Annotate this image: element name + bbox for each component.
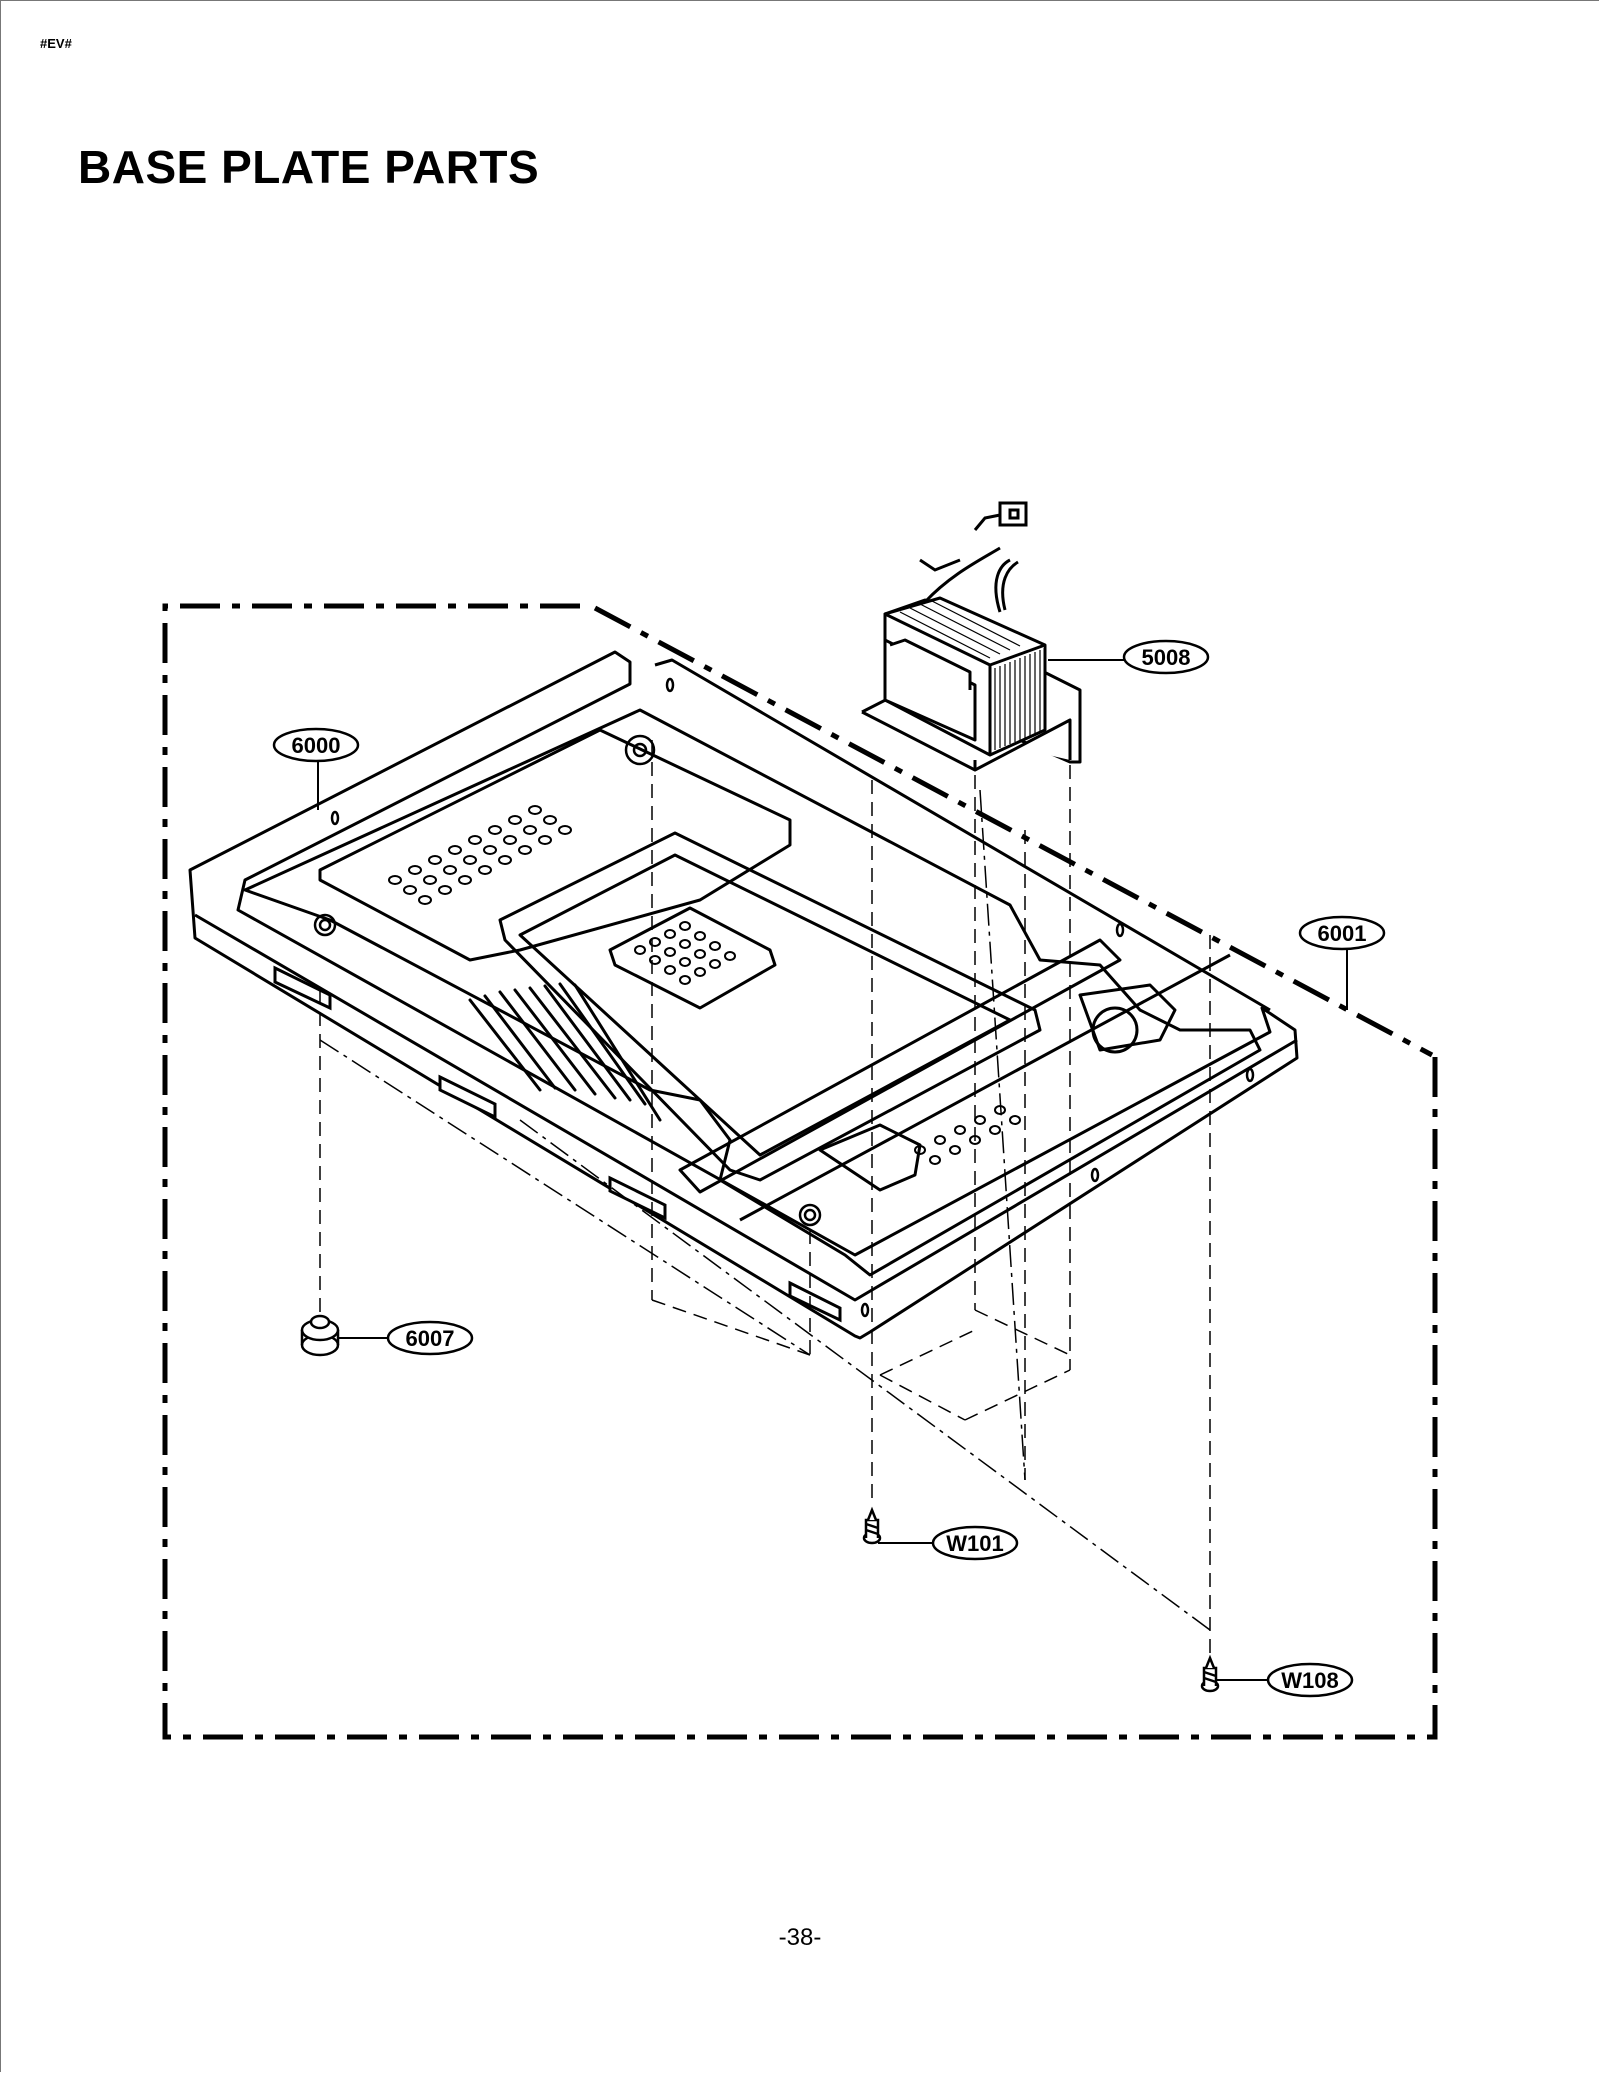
page-number: -38- xyxy=(778,1924,822,1951)
callout-6000-text: 6000 xyxy=(292,733,341,758)
callout-6000: 6000 xyxy=(272,727,360,763)
projection-lines xyxy=(319,740,1211,1654)
callout-5008: 5008 xyxy=(1122,639,1210,675)
callout-6007: 6007 xyxy=(386,1320,474,1356)
assembly-boundary xyxy=(162,603,1438,1740)
vent-slots xyxy=(468,982,662,1122)
base-plate xyxy=(188,650,1299,1340)
page-title: BASE PLATE PARTS xyxy=(78,141,540,193)
screw-w101 xyxy=(862,1506,882,1545)
callout-w101: W101 xyxy=(931,1525,1019,1561)
screw-w108 xyxy=(1200,1654,1220,1693)
assembly-boundary-diagonal xyxy=(593,605,1434,1058)
transformer-wire-harness xyxy=(919,501,1028,613)
hole-pattern-center xyxy=(634,921,736,985)
plate-tabs xyxy=(273,965,842,1323)
mounting-holes xyxy=(313,677,1255,1318)
transformer-lamination-lines xyxy=(899,599,1041,750)
callout-6001-text: 6001 xyxy=(1318,921,1367,946)
hole-pattern-upper xyxy=(388,805,572,905)
callout-w101-text: W101 xyxy=(946,1531,1003,1556)
stud-part xyxy=(300,1314,340,1357)
callout-5008-text: 5008 xyxy=(1142,645,1191,670)
leader-lines xyxy=(317,659,1348,1681)
callout-6007-text: 6007 xyxy=(406,1326,455,1351)
hole-pattern-lower xyxy=(914,1105,1021,1165)
callout-6001: 6001 xyxy=(1298,915,1386,951)
transformer xyxy=(861,596,1082,772)
document-code: #EV# xyxy=(40,36,72,51)
long-dash-dot-lines xyxy=(319,789,1211,1631)
callout-w108: W108 xyxy=(1266,1662,1354,1698)
callout-w108-text: W108 xyxy=(1281,1668,1338,1693)
